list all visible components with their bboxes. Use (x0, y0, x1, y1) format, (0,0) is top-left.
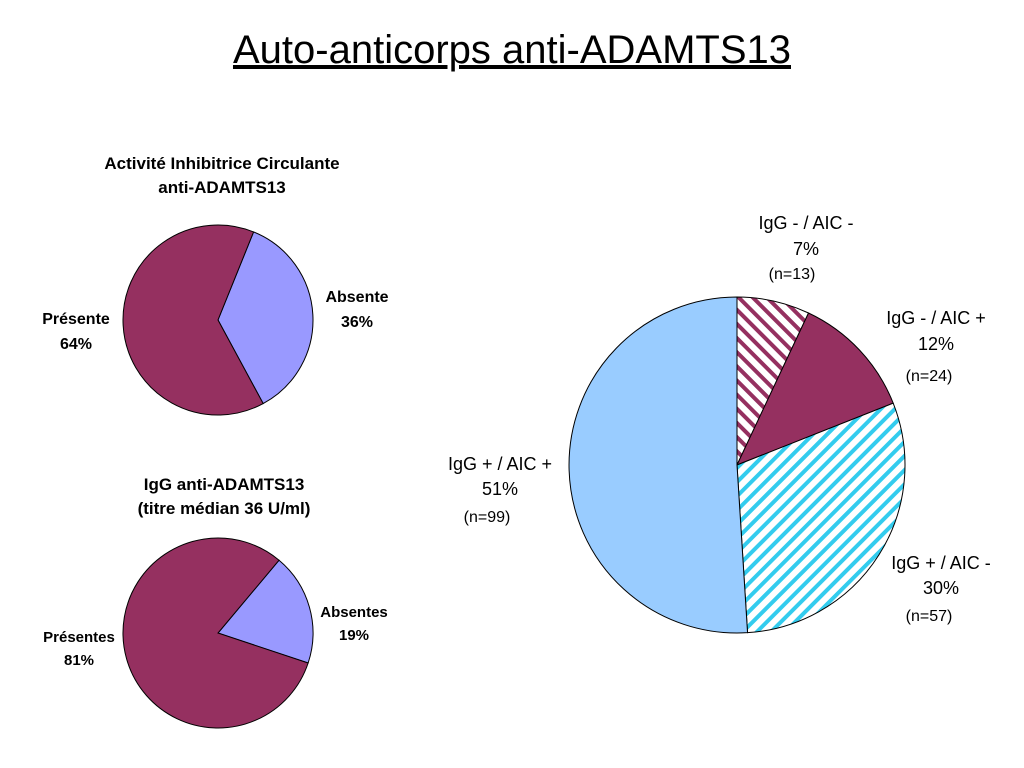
chart2-pct-presentes: 81% (64, 652, 94, 669)
pie-chart-igg: IgG anti-ADAMTS13 (titre médian 36 U/ml)… (43, 475, 388, 729)
chart1-slices (122, 224, 314, 416)
chart1-label-absente: Absente (325, 289, 388, 306)
chart3-n-neg-pos: (n=24) (906, 368, 953, 385)
chart1-slice-1 (122, 224, 264, 416)
pie-chart-aic: Activité Inhibitrice Circulante anti-ADA… (42, 154, 389, 416)
chart3-label-pos-neg: IgG + / AIC - (891, 553, 991, 573)
chart1-pct-presente: 64% (60, 336, 92, 353)
chart1-label-presente: Présente (42, 311, 110, 328)
chart1-title-line2: anti-ADAMTS13 (158, 178, 286, 197)
chart3-pct-pos-neg: 30% (923, 578, 959, 598)
chart3-n-neg-neg: (n=13) (769, 266, 816, 283)
chart3-n-pos-pos: (n=99) (464, 509, 511, 526)
chart2-label-absentes: Absentes (320, 604, 388, 621)
chart1-title-line1: Activité Inhibitrice Circulante (104, 154, 339, 173)
chart3-label-neg-neg: IgG - / AIC - (758, 213, 853, 233)
chart3-pct-neg-pos: 12% (918, 334, 954, 354)
chart2-slice-0 (217, 559, 314, 664)
chart3-label-pos-pos: IgG + / AIC + (448, 454, 552, 474)
chart3-slice-3 (568, 296, 749, 634)
slide-title: Auto-anticorps anti-ADAMTS13 (232, 28, 791, 72)
chart3-slice-2 (736, 402, 906, 634)
chart2-slices (122, 537, 314, 729)
chart2-title-line2: (titre médian 36 U/ml) (138, 499, 311, 518)
chart2-pct-absentes: 19% (339, 627, 369, 644)
chart3-pct-pos-pos: 51% (482, 479, 518, 499)
chart1-slice-0 (217, 231, 314, 405)
chart3-label-neg-pos: IgG - / AIC + (886, 308, 986, 328)
chart3-pct-neg-neg: 7% (793, 239, 819, 259)
chart2-title-line1: IgG anti-ADAMTS13 (144, 475, 305, 494)
chart3-slices (568, 296, 906, 634)
chart2-label-presentes: Présentes (43, 629, 115, 646)
chart1-pct-absente: 36% (341, 314, 373, 331)
chart3-n-pos-neg: (n=57) (906, 608, 953, 625)
pie-chart-combined: IgG - / AIC - 7% (n=13) IgG - / AIC + 12… (448, 213, 991, 634)
chart2-slice-1 (122, 537, 309, 729)
chart3-slice-1 (736, 312, 894, 466)
